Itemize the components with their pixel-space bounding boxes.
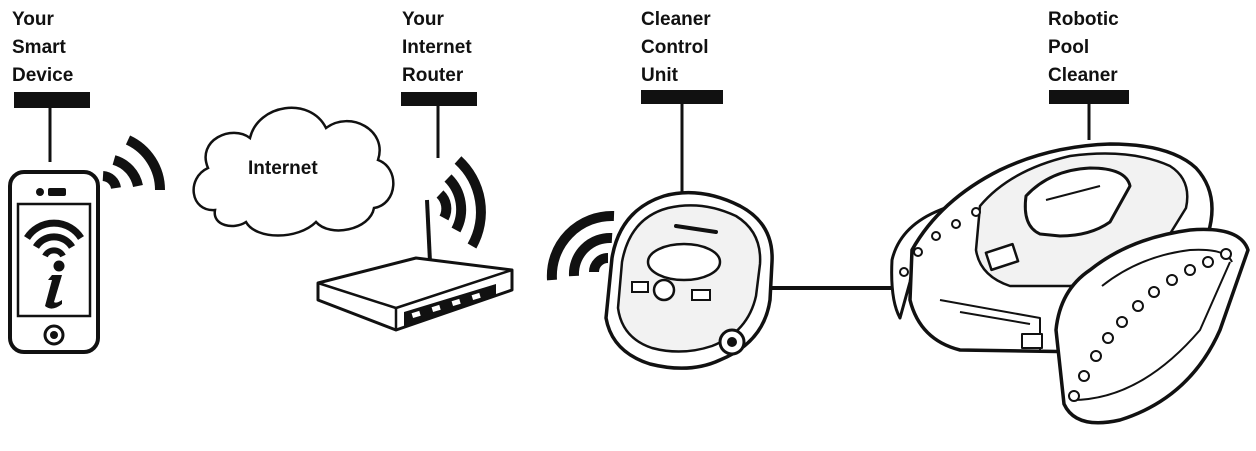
label-bar-smart-device <box>14 92 90 162</box>
label-pool-cleaner: Robotic Pool Cleaner <box>1048 6 1119 90</box>
wifi-signal-icon <box>546 210 615 281</box>
label-line: Pool <box>1048 37 1090 58</box>
label-line: Device <box>12 65 74 86</box>
label-bar-control-unit <box>641 90 723 200</box>
label-line: Unit <box>641 65 678 86</box>
label-bar-pool-cleaner <box>1049 90 1129 140</box>
label-line: Router <box>402 65 464 86</box>
label-control-unit: Cleaner Control Unit <box>641 6 711 90</box>
label-smart-device: Your Smart Device <box>12 6 73 90</box>
label-bar-router <box>401 92 477 158</box>
smartphone <box>8 170 100 354</box>
control-unit <box>604 190 774 370</box>
wifi-signal-icon <box>436 156 486 249</box>
robotic-pool-cleaner <box>890 142 1250 425</box>
label-line: Control <box>641 37 709 58</box>
wifi-signal-icon <box>102 135 166 191</box>
internet-cloud <box>192 106 395 237</box>
label-line: Internet <box>402 37 472 58</box>
router <box>316 199 514 332</box>
wifi-info-icon <box>24 219 84 309</box>
label-line: Cleaner <box>1048 65 1118 86</box>
label-line: Cleaner <box>641 9 711 30</box>
label-line: Your <box>402 9 444 30</box>
label-line: Smart <box>12 37 66 58</box>
label-line: Robotic <box>1048 9 1119 30</box>
label-line: Your <box>12 9 54 30</box>
label-router: Your Internet Router <box>402 6 472 90</box>
cloud-label: Internet <box>248 158 318 179</box>
